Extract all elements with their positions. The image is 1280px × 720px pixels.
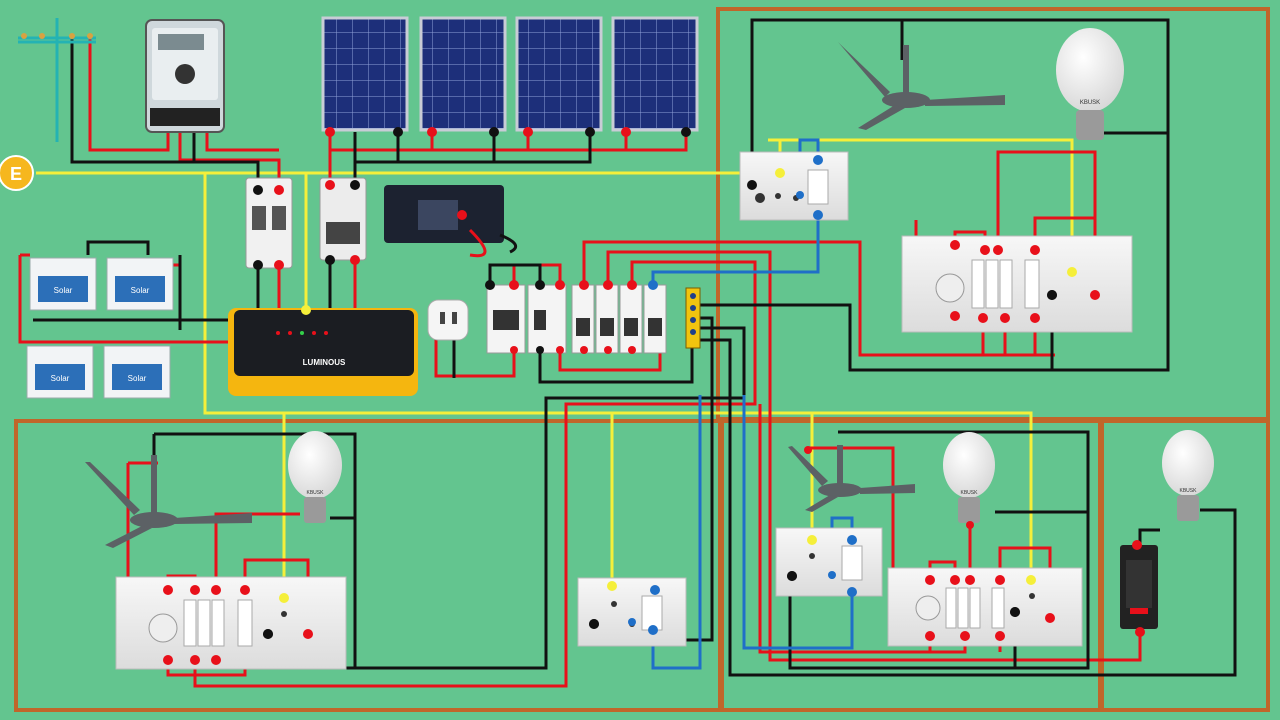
battery-label: Solar: [128, 374, 147, 383]
mcb-pair-solar: [319, 177, 367, 261]
switchboard: [115, 576, 347, 670]
terminal-dots: [163, 127, 1145, 665]
distribution-mcbs: [486, 284, 667, 354]
batteries: Solar Solar Solar Solar: [26, 257, 174, 399]
room-bottom-middle: KBUSK: [775, 432, 1083, 647]
socket-box: [775, 527, 883, 597]
inverter-brand-label: LUMINOUS: [303, 358, 346, 367]
bulb-icon: KBUSK: [288, 431, 342, 523]
energy-meter: [145, 19, 225, 133]
switch[interactable]: [969, 587, 981, 629]
switchboard: [887, 567, 1083, 647]
neutral-link-bar: [685, 287, 701, 349]
solar-panel: [515, 16, 603, 132]
battery-label: Solar: [51, 374, 70, 383]
bulb-brand-label: KBUSK: [961, 490, 979, 496]
fan-regulator-knob[interactable]: [935, 273, 965, 303]
switch[interactable]: [945, 587, 957, 629]
switch[interactable]: [211, 599, 225, 647]
solar-panel: [611, 16, 699, 132]
ceiling-fan-icon: [85, 455, 252, 548]
earth-label: E: [10, 164, 22, 184]
room-top-right: KBUSK: [739, 28, 1133, 333]
utility-pole-icon: [18, 18, 96, 142]
solar-panel: [321, 16, 409, 132]
switch[interactable]: [999, 259, 1013, 309]
single-switch[interactable]: [1120, 545, 1158, 629]
earth-wires: [36, 138, 1074, 598]
ceiling-fan-icon: [838, 42, 1005, 130]
switch[interactable]: [971, 259, 985, 309]
bulb-brand-label: KBUSK: [1180, 488, 1198, 494]
switch[interactable]: [1024, 259, 1040, 309]
switch[interactable]: [197, 599, 211, 647]
fan-regulator-knob[interactable]: [148, 613, 178, 643]
rccb: [527, 284, 567, 354]
switch[interactable]: [985, 259, 999, 309]
socket-box: [739, 151, 849, 221]
solar-panels: [321, 16, 699, 132]
bulb-icon: KBUSK: [1056, 28, 1124, 140]
battery-label: Solar: [131, 286, 150, 295]
switch[interactable]: [237, 599, 253, 647]
room-borders: [14, 7, 1270, 712]
battery: Solar: [29, 257, 97, 311]
socket-box: [577, 577, 687, 647]
inverter: LUMINOUS: [228, 308, 418, 396]
battery: Solar: [26, 345, 94, 399]
bulb-icon: KBUSK: [943, 432, 995, 523]
fan-regulator-knob[interactable]: [915, 595, 941, 621]
switch[interactable]: [991, 587, 1005, 629]
bulb-brand-label: KBUSK: [307, 490, 325, 496]
ceiling-fan-icon: [788, 445, 915, 512]
solar-panel: [419, 16, 507, 132]
bulb-brand-label: KBUSK: [1080, 100, 1100, 106]
charge-controller: [384, 185, 518, 258]
switch[interactable]: [957, 587, 969, 629]
bulb-icon: KBUSK: [1162, 430, 1214, 521]
room-bottom-right-border: [1098, 419, 1270, 712]
room-bottom-right: KBUSK: [1120, 430, 1214, 629]
mcb-pair-main: [245, 177, 293, 269]
battery: Solar: [103, 345, 171, 399]
three-pin-plug: [427, 299, 469, 341]
switchboard: [901, 235, 1133, 333]
battery: Solar: [106, 257, 174, 311]
battery-label: Solar: [54, 286, 73, 295]
switch[interactable]: [183, 599, 197, 647]
room-bottom-left: KBUSK: [85, 431, 687, 670]
earth-badge: E: [0, 155, 34, 191]
